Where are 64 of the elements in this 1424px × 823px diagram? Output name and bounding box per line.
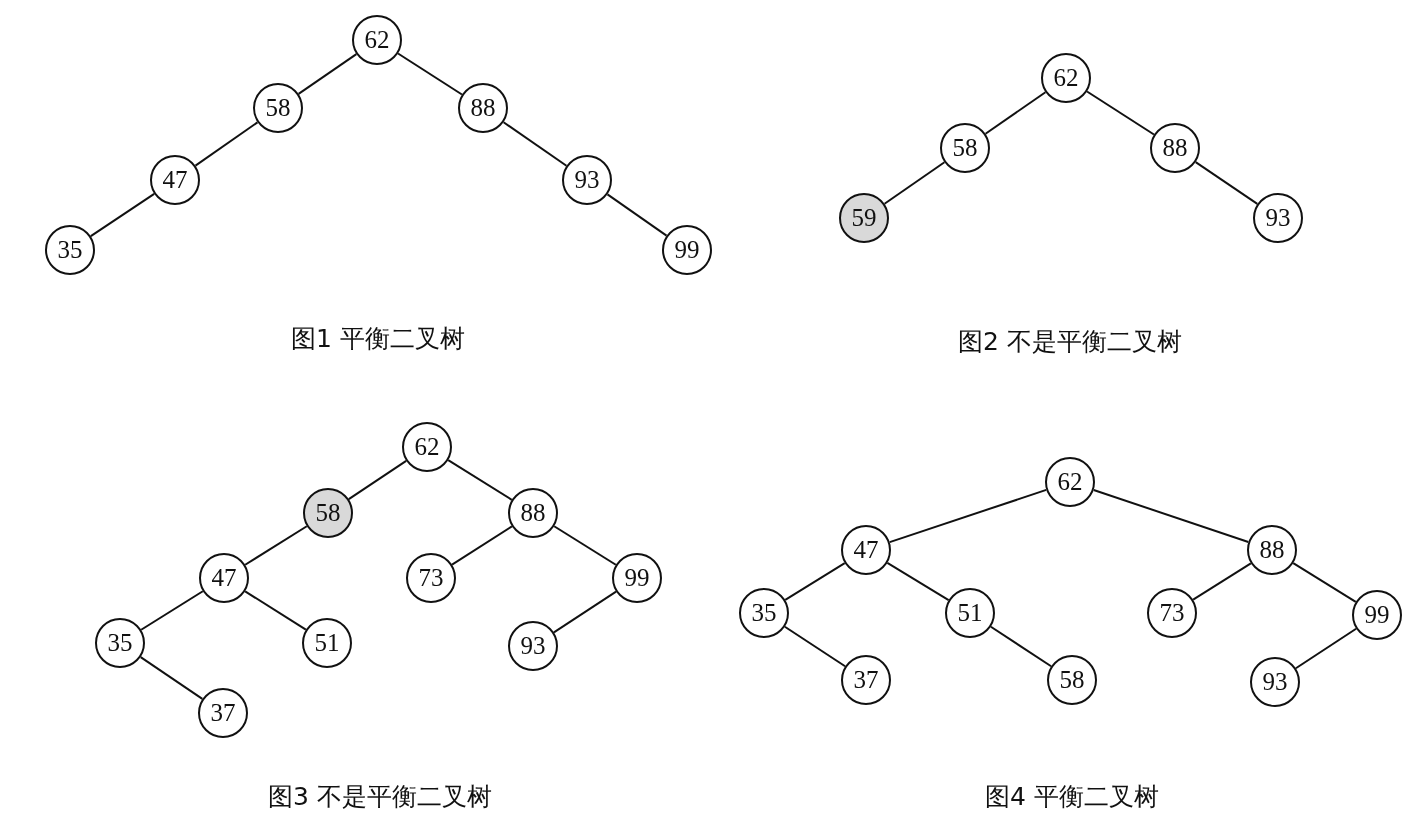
tree-node: 73 bbox=[1147, 588, 1197, 638]
tree-node: 62 bbox=[352, 15, 402, 65]
tree-edge bbox=[886, 561, 950, 602]
tree-node: 37 bbox=[198, 688, 248, 738]
tree-node: 58 bbox=[303, 488, 353, 538]
tree-edge bbox=[1292, 562, 1357, 603]
tree-edge bbox=[989, 625, 1053, 668]
tree-node: 51 bbox=[302, 618, 352, 668]
tree-node: 99 bbox=[662, 225, 712, 275]
tree-edge bbox=[1294, 627, 1358, 670]
tree-edge bbox=[888, 488, 1048, 544]
tree-node: 47 bbox=[841, 525, 891, 575]
tree-node: 59 bbox=[839, 193, 889, 243]
tree-edge bbox=[1194, 161, 1259, 205]
tree-node: 99 bbox=[1352, 590, 1402, 640]
tree-edge bbox=[451, 525, 513, 566]
tree-node: 73 bbox=[406, 553, 456, 603]
tree-node: 58 bbox=[1047, 655, 1097, 705]
tree-node: 37 bbox=[841, 655, 891, 705]
tree-edge bbox=[502, 121, 568, 167]
figure-caption: 图2 不是平衡二叉树 bbox=[958, 326, 1182, 358]
tree-node: 62 bbox=[1045, 457, 1095, 507]
tree-edge bbox=[244, 590, 307, 631]
tree-node: 93 bbox=[1250, 657, 1300, 707]
tree-edge bbox=[447, 459, 513, 501]
tree-edge bbox=[783, 625, 847, 668]
tree-edge bbox=[140, 590, 204, 631]
tree-node: 88 bbox=[1150, 123, 1200, 173]
tree-node: 93 bbox=[508, 621, 558, 671]
tree-edge bbox=[1192, 562, 1252, 601]
tree-node: 47 bbox=[150, 155, 200, 205]
tree-node: 93 bbox=[562, 155, 612, 205]
figure-caption: 图4 平衡二叉树 bbox=[985, 781, 1159, 813]
tree-node: 93 bbox=[1253, 193, 1303, 243]
tree-edge bbox=[244, 525, 308, 566]
tree-node: 47 bbox=[199, 553, 249, 603]
tree-edge bbox=[1086, 90, 1155, 136]
tree-node: 51 bbox=[945, 588, 995, 638]
tree-node: 62 bbox=[1041, 53, 1091, 103]
tree-edge bbox=[784, 562, 846, 601]
tree-node: 88 bbox=[508, 488, 558, 538]
tree-node: 58 bbox=[253, 83, 303, 133]
tree-edge bbox=[606, 193, 668, 237]
tree-node: 35 bbox=[95, 618, 145, 668]
tree-node: 88 bbox=[1247, 525, 1297, 575]
tree-edge bbox=[552, 590, 618, 634]
tree-node: 35 bbox=[45, 225, 95, 275]
tree-edge bbox=[89, 192, 156, 238]
tree-edge bbox=[397, 52, 463, 96]
tree-node: 35 bbox=[739, 588, 789, 638]
tree-edge bbox=[297, 53, 358, 95]
tree-node: 88 bbox=[458, 83, 508, 133]
tree-node: 62 bbox=[402, 422, 452, 472]
tree-edge bbox=[883, 161, 946, 205]
tree-edge bbox=[194, 121, 259, 167]
tree-edge bbox=[1092, 489, 1250, 543]
tree-edge bbox=[347, 459, 408, 501]
tree-edge bbox=[139, 656, 204, 700]
tree-edge bbox=[553, 525, 617, 566]
figure-caption: 图3 不是平衡二叉树 bbox=[268, 781, 492, 813]
tree-node: 58 bbox=[940, 123, 990, 173]
tree-edge bbox=[984, 91, 1047, 135]
tree-node: 99 bbox=[612, 553, 662, 603]
figure-caption: 图1 平衡二叉树 bbox=[291, 323, 465, 355]
